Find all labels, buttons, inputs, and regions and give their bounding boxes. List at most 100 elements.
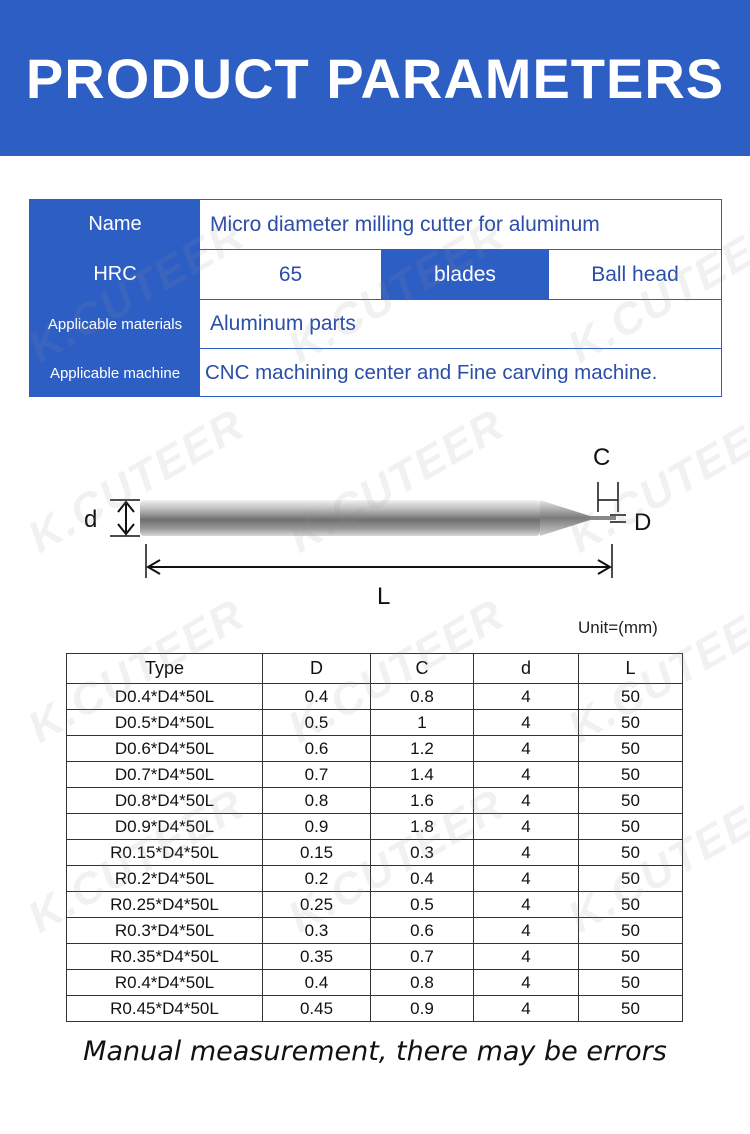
hrc-value: 65 bbox=[278, 262, 303, 286]
cell-type: D0.4*D4*50L bbox=[66, 683, 263, 710]
unit-label: Unit=(mm) bbox=[578, 618, 658, 637]
cell-d: 4 bbox=[473, 891, 579, 918]
cell-D: 0.2 bbox=[262, 865, 371, 892]
cell-d: 4 bbox=[473, 683, 579, 710]
cell-D: 0.5 bbox=[262, 709, 371, 736]
cell-C: 1.6 bbox=[370, 787, 474, 814]
cell-L: 50 bbox=[578, 735, 683, 762]
cell-D: 0.6 bbox=[262, 735, 371, 762]
info-row-name: Name Micro diameter milling cutter for a… bbox=[30, 200, 721, 249]
cell-L: 50 bbox=[578, 813, 683, 840]
cell-type: D0.7*D4*50L bbox=[66, 761, 263, 788]
cell-D: 0.8 bbox=[262, 787, 371, 814]
page-title: PRODUCT PARAMETERS bbox=[25, 46, 725, 110]
cell-D: 0.9 bbox=[262, 813, 371, 840]
info-row-materials: Applicable materials Aluminum parts bbox=[30, 299, 721, 348]
hrc-label: HRC bbox=[30, 250, 200, 299]
cell-C: 0.8 bbox=[370, 969, 474, 996]
info-row-hrc: HRC 65 blades Ball head bbox=[30, 249, 721, 299]
cell-d: 4 bbox=[473, 865, 579, 892]
cell-type: D0.5*D4*50L bbox=[66, 709, 263, 736]
spec-header-row: Type D C d L bbox=[66, 653, 683, 684]
cell-type: D0.9*D4*50L bbox=[66, 813, 263, 840]
cell-d: 4 bbox=[473, 969, 579, 996]
cell-L: 50 bbox=[578, 709, 683, 736]
cell-L: 50 bbox=[578, 683, 683, 710]
cell-C: 0.7 bbox=[370, 943, 474, 970]
label-d: d bbox=[84, 506, 97, 533]
header-banner: PRODUCT PARAMETERS bbox=[0, 0, 750, 156]
cell-C: 0.6 bbox=[370, 917, 474, 944]
name-value: Micro diameter milling cutter for alumin… bbox=[210, 212, 600, 236]
cell-L: 50 bbox=[578, 917, 683, 944]
col-header-L: L bbox=[578, 653, 683, 684]
cell-L: 50 bbox=[578, 891, 683, 918]
L-arrowhead-left bbox=[146, 559, 161, 575]
cell-d: 4 bbox=[473, 943, 579, 970]
cell-C: 1.4 bbox=[370, 761, 474, 788]
cell-C: 1.8 bbox=[370, 813, 474, 840]
cell-C: 0.8 bbox=[370, 683, 474, 710]
cell-type: R0.25*D4*50L bbox=[66, 891, 263, 918]
cutter-shank bbox=[140, 500, 540, 536]
cell-type: D0.6*D4*50L bbox=[66, 735, 263, 762]
cell-d: 4 bbox=[473, 995, 579, 1022]
cell-d: 4 bbox=[473, 917, 579, 944]
label-C: C bbox=[593, 444, 610, 471]
cell-L: 50 bbox=[578, 995, 683, 1022]
cell-L: 50 bbox=[578, 969, 683, 996]
blades-label: blades bbox=[381, 250, 549, 299]
cell-C: 0.5 bbox=[370, 891, 474, 918]
cell-C: 0.9 bbox=[370, 995, 474, 1022]
cell-type: R0.2*D4*50L bbox=[66, 865, 263, 892]
cell-type: R0.4*D4*50L bbox=[66, 969, 263, 996]
cell-D: 0.45 bbox=[262, 995, 371, 1022]
cell-d: 4 bbox=[473, 735, 579, 762]
cell-d: 4 bbox=[473, 787, 579, 814]
label-L: L bbox=[377, 583, 390, 610]
cell-D: 0.25 bbox=[262, 891, 371, 918]
cell-type: D0.8*D4*50L bbox=[66, 787, 263, 814]
cell-C: 1.2 bbox=[370, 735, 474, 762]
machine-value: CNC machining center and Fine carving ma… bbox=[205, 361, 658, 384]
cell-L: 50 bbox=[578, 865, 683, 892]
cell-d: 4 bbox=[473, 839, 579, 866]
cell-d: 4 bbox=[473, 709, 579, 736]
cell-D: 0.4 bbox=[262, 683, 371, 710]
d-arrowhead-up bbox=[117, 500, 135, 513]
col-header-d: d bbox=[473, 653, 579, 684]
cell-L: 50 bbox=[578, 761, 683, 788]
cell-type: R0.15*D4*50L bbox=[66, 839, 263, 866]
machine-label: Applicable machine bbox=[30, 349, 200, 397]
product-info-table: Name Micro diameter milling cutter for a… bbox=[29, 199, 722, 397]
name-label: Name bbox=[30, 200, 200, 249]
label-D: D bbox=[634, 509, 651, 536]
cell-d: 4 bbox=[473, 761, 579, 788]
cutter-dimension-diagram: d C D L bbox=[84, 444, 651, 610]
cell-type: R0.3*D4*50L bbox=[66, 917, 263, 944]
cell-L: 50 bbox=[578, 943, 683, 970]
cutter-taper bbox=[540, 500, 590, 536]
info-row-machine: Applicable machine CNC machining center … bbox=[30, 348, 721, 397]
measurement-note: Manual measurement, there may be errors bbox=[83, 1036, 667, 1067]
cell-D: 0.35 bbox=[262, 943, 371, 970]
cell-type: R0.35*D4*50L bbox=[66, 943, 263, 970]
blades-value: Ball head bbox=[591, 262, 679, 286]
cutter-tip bbox=[590, 516, 616, 520]
L-arrowhead-right bbox=[597, 559, 612, 575]
materials-value: Aluminum parts bbox=[210, 312, 356, 335]
d-arrowhead-down bbox=[117, 523, 135, 536]
cell-d: 4 bbox=[473, 813, 579, 840]
